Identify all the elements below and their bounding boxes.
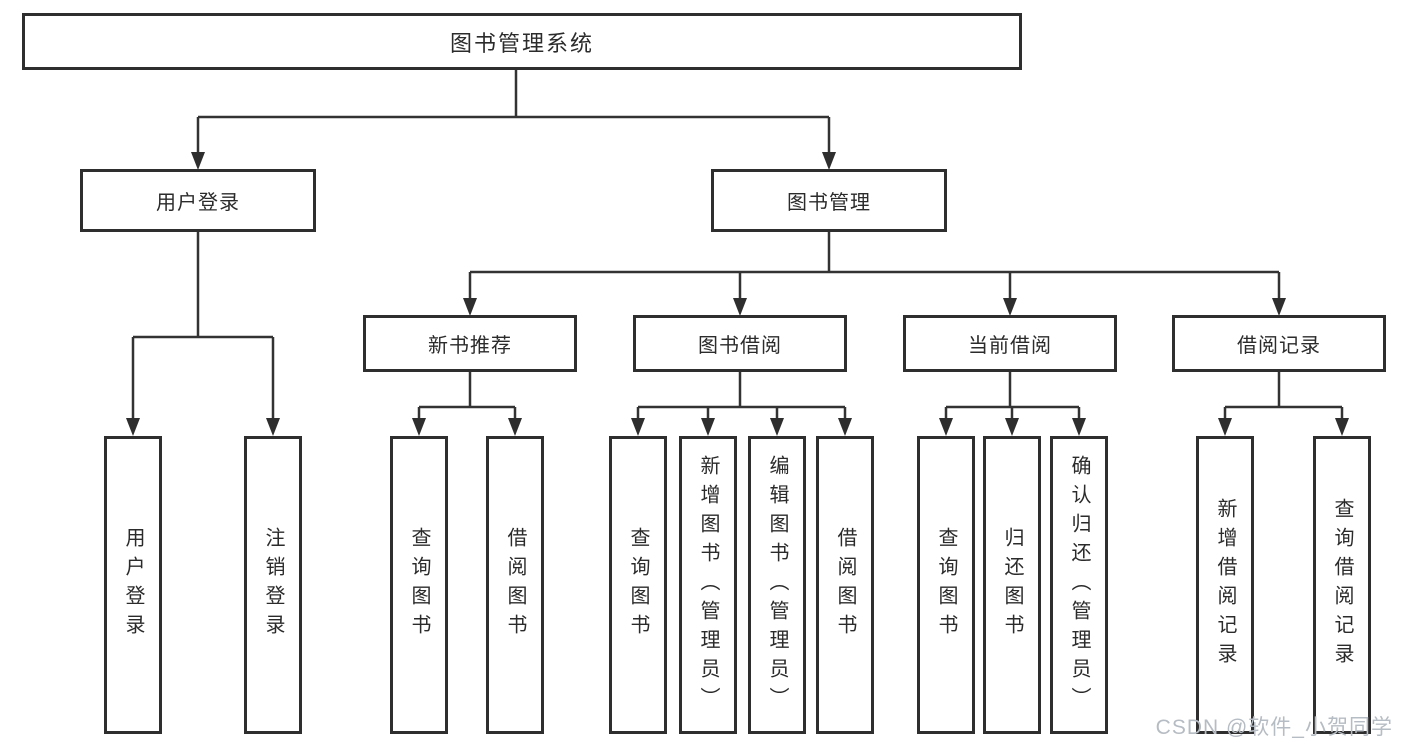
leaf-borrow-books: 借阅图书 [816, 436, 874, 734]
node-label: 新书推荐 [428, 335, 512, 357]
leaf-edit-books-admin: 编辑图书（管理员） [748, 436, 806, 734]
node-label: 图书管理系统 [449, 30, 594, 56]
node-label: 新增图书（管理员） [697, 454, 719, 716]
arrowhead-leaf-edit-book [770, 418, 784, 436]
leaf-add-books-admin: 新增图书（管理员） [679, 436, 737, 734]
node-label: 查询图书 [627, 527, 649, 643]
arrowhead-leaf-add-record [1218, 418, 1232, 436]
node-label: 查询图书 [935, 527, 957, 643]
node-borrowing-records: 借阅记录 [1172, 315, 1386, 372]
leaf-logout: 注销登录 [244, 436, 302, 734]
node-label: 用户登录 [122, 527, 144, 643]
node-label: 编辑图书（管理员） [766, 454, 788, 716]
node-label: 当前借阅 [968, 335, 1052, 357]
node-label: 借阅图书 [504, 527, 526, 643]
node-label: 查询图书 [408, 527, 430, 643]
leaf-query-books-borrowing: 查询图书 [609, 436, 667, 734]
node-new-book-recommendation: 新书推荐 [363, 315, 577, 372]
node-user-login: 用户登录 [80, 169, 316, 232]
arrowhead-new-books [463, 298, 477, 316]
node-label: 查询借阅记录 [1331, 498, 1353, 672]
arrowhead-current-borrowing [1003, 298, 1017, 316]
arrowhead-user-login [191, 152, 205, 170]
node-label: 新增借阅记录 [1214, 498, 1236, 672]
arrowhead-leaf-query-3 [939, 418, 953, 436]
leaf-user-login: 用户登录 [104, 436, 162, 734]
node-label: 用户登录 [156, 192, 240, 214]
leaf-return-books: 归还图书 [983, 436, 1041, 734]
arrowhead-leaf-confirm-return [1072, 418, 1086, 436]
arrowhead-leaf-query-1 [412, 418, 426, 436]
node-label: 借阅图书 [834, 527, 856, 643]
node-label: 图书借阅 [698, 335, 782, 357]
arrowhead-leaf-logout [266, 418, 280, 436]
node-label: 确认归还（管理员） [1068, 454, 1090, 716]
node-label: 借阅记录 [1237, 335, 1321, 357]
arrowhead-leaf-user-login [126, 418, 140, 436]
arrowhead-leaf-query-record [1335, 418, 1349, 436]
leaf-query-borrow-record: 查询借阅记录 [1313, 436, 1371, 734]
arrowhead-leaf-borrow-1 [508, 418, 522, 436]
node-book-management: 图书管理 [711, 169, 947, 232]
arrowhead-leaf-return [1005, 418, 1019, 436]
arrowhead-borrow-records [1272, 298, 1286, 316]
leaf-query-books-recommend: 查询图书 [390, 436, 448, 734]
arrowhead-leaf-borrow-2 [838, 418, 852, 436]
arrowhead-book-borrowing [733, 298, 747, 316]
arrowhead-leaf-add-book [701, 418, 715, 436]
node-current-borrowing: 当前借阅 [903, 315, 1117, 372]
node-label: 归还图书 [1001, 527, 1023, 643]
node-library-management-system: 图书管理系统 [22, 13, 1022, 70]
leaf-add-borrow-record: 新增借阅记录 [1196, 436, 1254, 734]
arrowhead-book-management [822, 152, 836, 170]
leaf-borrow-books-recommend: 借阅图书 [486, 436, 544, 734]
node-book-borrowing: 图书借阅 [633, 315, 847, 372]
leaf-query-books-current: 查询图书 [917, 436, 975, 734]
watermark: CSDN @软件_小贺同学 [1155, 716, 1393, 739]
leaf-confirm-return-admin: 确认归还（管理员） [1050, 436, 1108, 734]
arrowhead-leaf-query-2 [631, 418, 645, 436]
node-label: 注销登录 [262, 527, 284, 643]
node-label: 图书管理 [787, 192, 871, 214]
